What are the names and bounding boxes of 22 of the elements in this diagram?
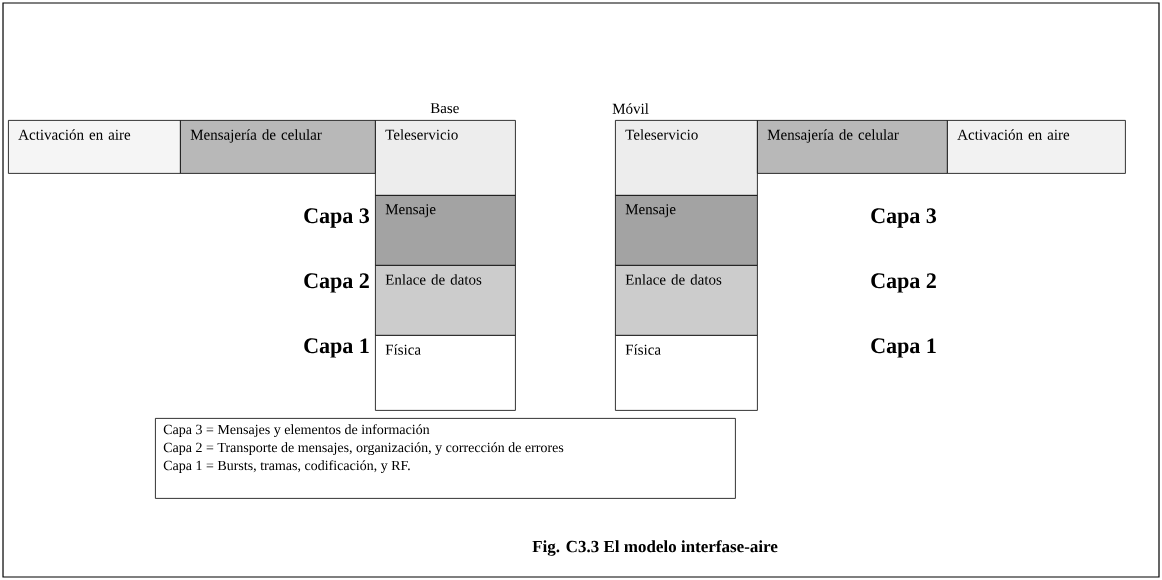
- legend-box: Capa 3 = Mensajes y elementos de información Capa 2 = Transporte de mensajes, organización, y corrección de errores Capa 1 = Bursts, tramas, codificación, y RF.: [155, 418, 736, 499]
- layer-box: Activación en aire: [947, 120, 1126, 174]
- layer-box: Enlace de datos: [375, 265, 516, 336]
- layer-box: Mensajería de celular: [757, 120, 948, 174]
- layer-box: Teleservicio: [375, 120, 516, 196]
- layer-box: Activación en aire: [8, 120, 181, 174]
- layer-box: Enlace de datos: [615, 265, 758, 336]
- layer-label: Capa 3: [304, 208, 370, 228]
- layer-box: Mensajería de celular: [180, 120, 376, 174]
- layer-box: Física: [375, 335, 516, 411]
- layer-label: Capa 3: [871, 208, 937, 228]
- layer-box: Mensaje: [375, 195, 516, 266]
- layer-label: Capa 2: [304, 273, 369, 293]
- box-caption: Móvil: [612, 103, 649, 114]
- layer-label: Capa 1: [304, 338, 369, 358]
- layer-label: Capa 1: [871, 338, 936, 358]
- layer-box: Física: [615, 335, 758, 411]
- layer-label: Capa 2: [871, 273, 936, 293]
- box-caption: Base: [430, 103, 459, 114]
- layer-box: Teleservicio: [615, 120, 758, 196]
- figure-caption: Fig. C3.3 El modelo interfase-aire: [532, 540, 778, 556]
- layer-box: Mensaje: [615, 195, 758, 266]
